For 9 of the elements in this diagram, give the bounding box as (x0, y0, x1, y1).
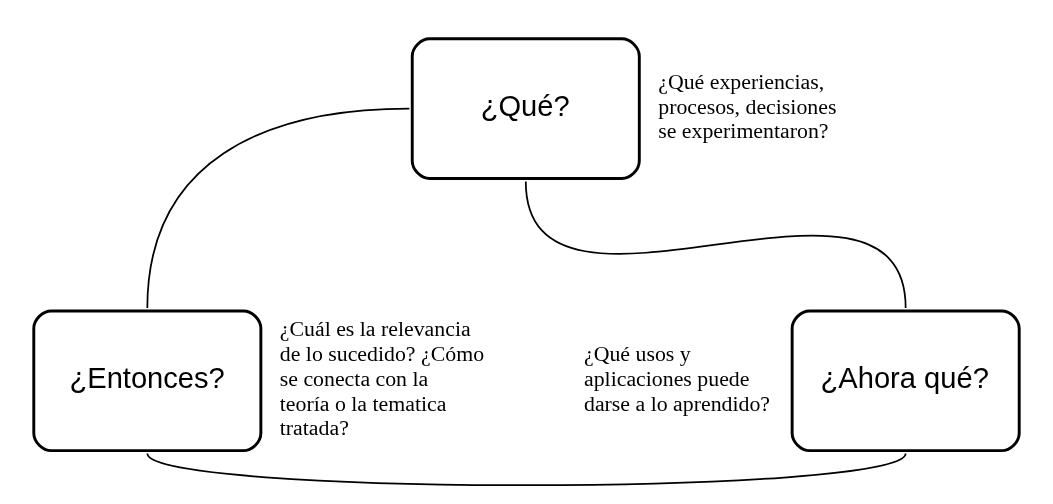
node-box: ¿Entonces? (32, 308, 263, 452)
connector (146, 107, 411, 309)
node-box: ¿Qué? (410, 36, 641, 180)
node-label: ¿Cuál es la relevancia de lo sucedido? ¿Cómo se conecta con la teoría o la tematica tratada? (279, 316, 485, 440)
node-label: ¿Qué experiencias, procesos, decisiones se experimentaron? (658, 69, 837, 143)
node-box: ¿Ahora qué? (790, 308, 1021, 452)
connector (146, 452, 907, 486)
connector (524, 180, 907, 309)
node-label: ¿Qué usos y aplicaciones puede darse a lo aprendido? (583, 341, 771, 416)
